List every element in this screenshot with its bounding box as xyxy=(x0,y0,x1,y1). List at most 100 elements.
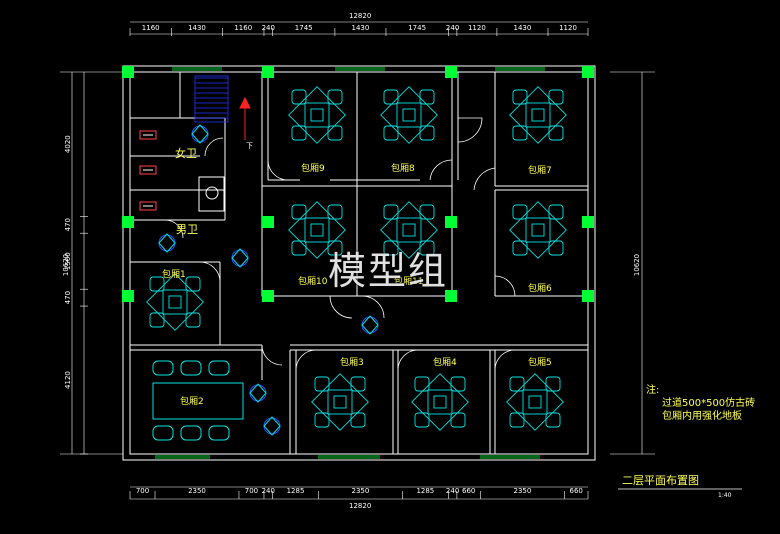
dimension-value: 700 xyxy=(136,487,149,495)
room-label-1: 包厢1 xyxy=(162,268,186,280)
dimension-value: 1160 xyxy=(234,24,252,32)
doors xyxy=(164,117,516,371)
dimension-value: 470 xyxy=(64,291,72,304)
room-label-3: 包厢3 xyxy=(340,356,364,368)
dimension-value: 1560 xyxy=(64,252,72,270)
ceiling-lamp xyxy=(361,315,379,335)
dimension-value: 700 xyxy=(245,487,258,495)
chair xyxy=(208,425,230,441)
dining-table-set xyxy=(288,86,346,144)
room-label-7: 包厢7 xyxy=(528,164,552,176)
room-label-4: 包厢4 xyxy=(433,356,457,368)
dimension-value: 240 xyxy=(262,24,275,32)
scale-label: 1:40 xyxy=(718,492,732,499)
floor-drain xyxy=(205,186,219,200)
column xyxy=(122,216,134,228)
note-title: 注: xyxy=(646,383,659,396)
column xyxy=(445,216,457,228)
dining-table-set xyxy=(411,373,469,431)
dining-table-set xyxy=(288,201,346,259)
drawing-title: 二层平面布置图 xyxy=(622,474,699,487)
ceiling-lamp xyxy=(191,124,209,144)
room-label-8: 包厢8 xyxy=(391,162,415,174)
dimension-value: 660 xyxy=(570,487,583,495)
column xyxy=(122,290,134,302)
long-table xyxy=(152,382,244,420)
dimension-value: 1285 xyxy=(287,487,305,495)
dimension-value: 2350 xyxy=(514,487,532,495)
toilet-female-label: 女卫 xyxy=(175,146,197,160)
ceiling-lamps xyxy=(158,124,379,436)
long-table-chairs xyxy=(152,360,230,441)
windows xyxy=(155,67,545,459)
left-total-dim: 10620 xyxy=(62,254,70,276)
toilet-male-label: 男卫 xyxy=(176,223,198,236)
stair-arrow xyxy=(239,96,251,140)
chair xyxy=(152,425,174,441)
dimension-value: 2350 xyxy=(188,487,206,495)
room-label-10: 包厢10 xyxy=(298,275,328,287)
dimension-value: 1285 xyxy=(416,487,434,495)
note-line-1: 过道500*500仿古砖 xyxy=(662,396,755,409)
dimension-value: 4020 xyxy=(64,135,72,153)
column xyxy=(445,290,457,302)
columns xyxy=(122,66,594,302)
dimension-lines xyxy=(60,21,655,500)
ceiling-lamp xyxy=(231,248,249,268)
ceiling-lamp xyxy=(249,383,267,403)
dimension-value: 240 xyxy=(262,487,275,495)
note-line-2: 包厢内用强化地板 xyxy=(662,409,742,422)
right-total-dim: 10620 xyxy=(633,254,641,276)
ceiling-lamp xyxy=(263,416,281,436)
room-label-9: 包厢9 xyxy=(301,162,325,174)
dimension-value: 4120 xyxy=(64,371,72,389)
stair-down-label: 下 xyxy=(246,142,253,150)
column xyxy=(445,66,457,78)
room-label-11: 包厢11 xyxy=(394,275,423,287)
column xyxy=(122,66,134,78)
stair xyxy=(194,75,229,123)
room-label-2: 包厢2 xyxy=(180,395,204,407)
column xyxy=(582,216,594,228)
dimension-ticks xyxy=(80,28,589,499)
dining-tables xyxy=(146,86,567,431)
watermark: 模型组 xyxy=(328,249,449,293)
room-label-5: 包厢5 xyxy=(528,356,552,368)
dimension-value: 470 xyxy=(64,218,72,231)
column xyxy=(262,216,274,228)
dimension-value: 1120 xyxy=(468,24,486,32)
chair xyxy=(152,360,174,376)
dimension-value: 1160 xyxy=(142,24,160,32)
chair xyxy=(180,425,202,441)
dining-table-set xyxy=(146,273,204,331)
dining-table-set xyxy=(311,373,369,431)
dimension-value: 240 xyxy=(446,487,459,495)
toilet-fixture xyxy=(139,201,157,211)
dining-table-set xyxy=(380,201,438,259)
dimension-value: 1745 xyxy=(295,24,313,32)
toilet-fixtures xyxy=(139,130,219,211)
dimension-value: 1430 xyxy=(188,24,206,32)
column xyxy=(262,290,274,302)
column xyxy=(262,66,274,78)
bottom-total-dim: 12820 xyxy=(349,502,371,510)
dimension-value: 240 xyxy=(446,24,459,32)
column xyxy=(582,290,594,302)
dimension-value: 1430 xyxy=(514,24,532,32)
chair xyxy=(208,360,230,376)
ceiling-lamp xyxy=(158,233,176,253)
toilet-fixture xyxy=(139,165,157,175)
dimension-value: 2350 xyxy=(352,487,370,495)
toilet-fixture xyxy=(139,130,157,140)
room-label-6: 包厢6 xyxy=(528,282,552,294)
top-total-dim: 12820 xyxy=(349,12,371,20)
dining-table-set xyxy=(506,373,564,431)
interior-walls xyxy=(130,72,588,454)
column xyxy=(582,66,594,78)
dimension-value: 660 xyxy=(462,487,475,495)
chair xyxy=(180,360,202,376)
dining-table-set xyxy=(509,86,567,144)
outer-walls xyxy=(122,65,596,461)
dimension-value: 1120 xyxy=(559,24,577,32)
